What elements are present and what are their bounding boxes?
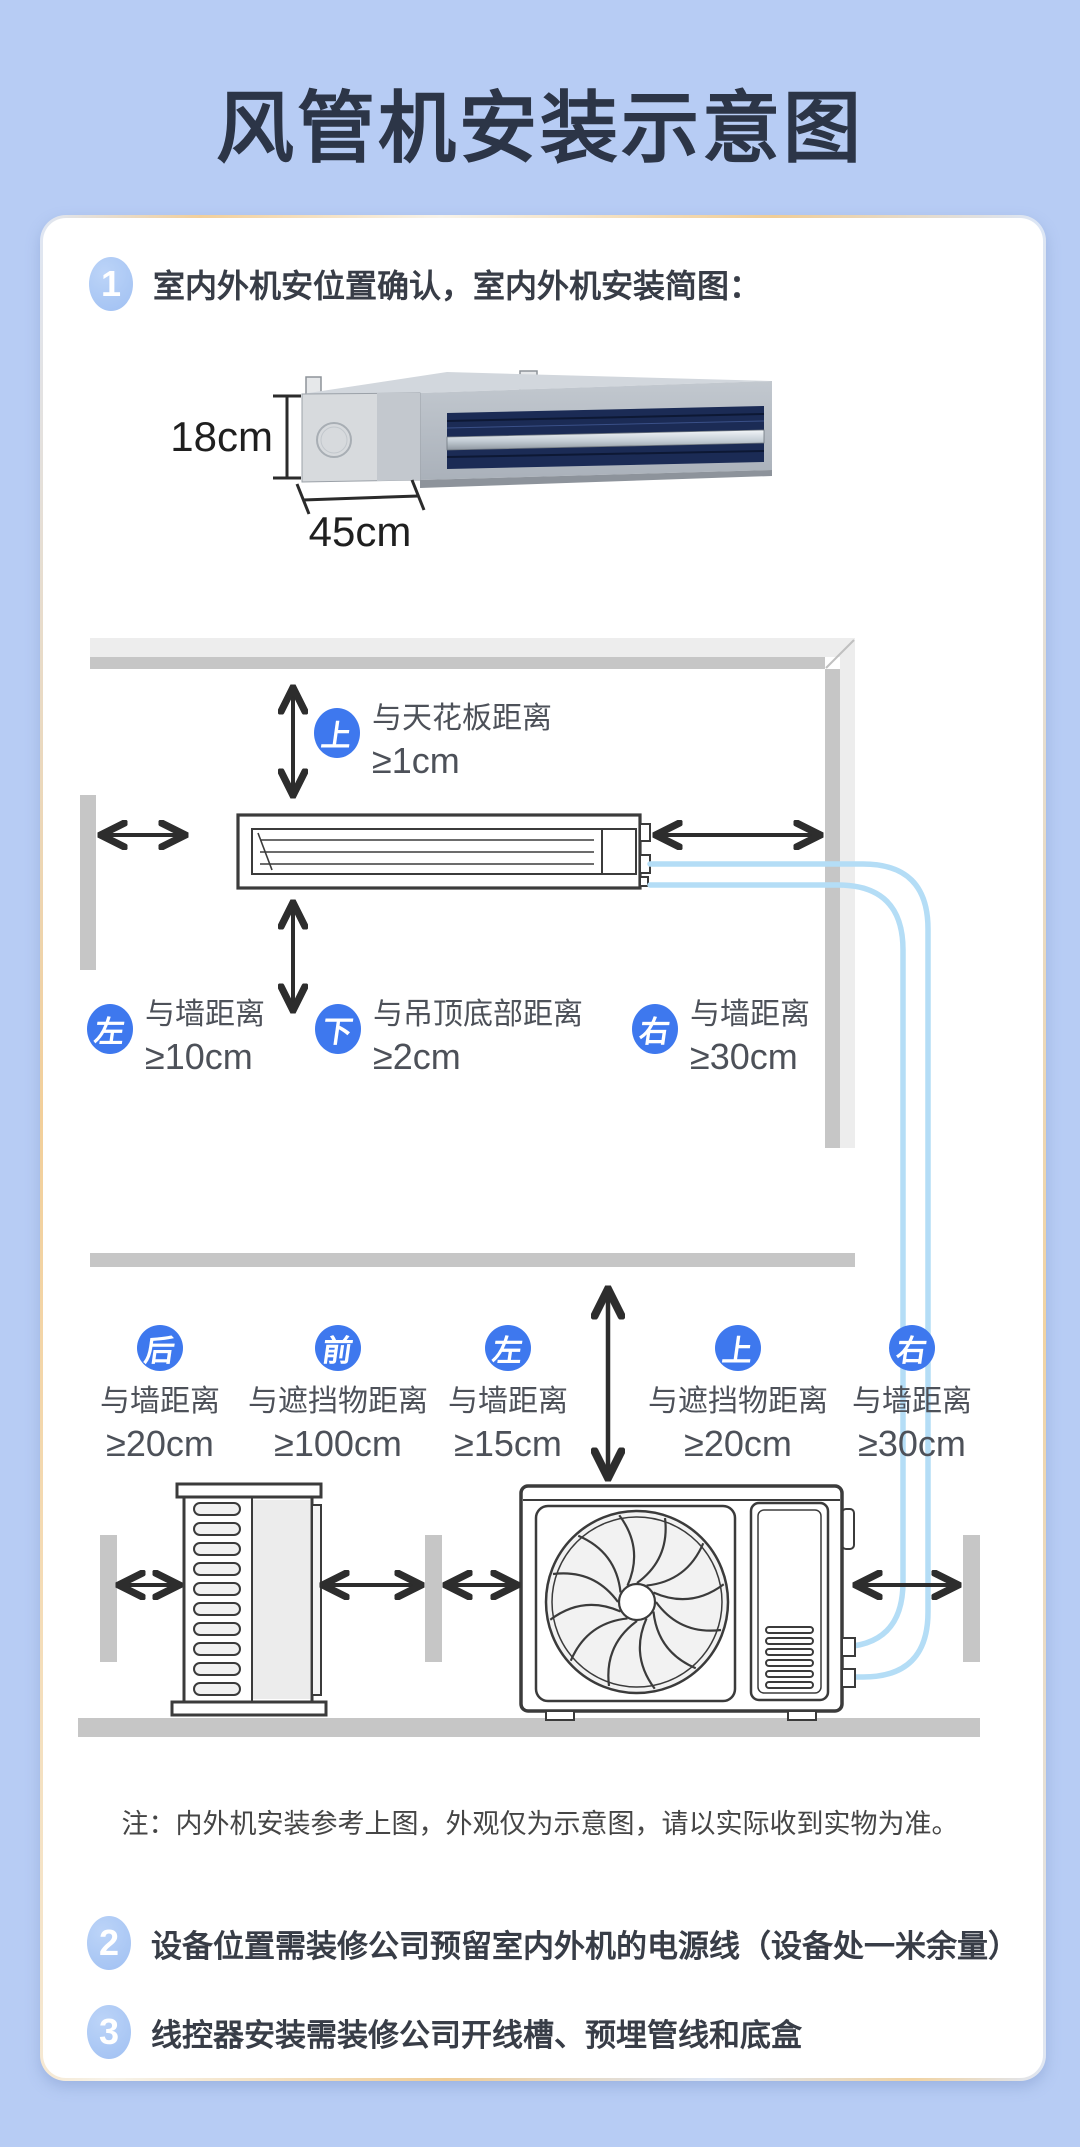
height-dimension-label: 18cm [170,413,273,460]
clearance-label: 与遮挡物距离 [248,1385,428,1418]
clearance-label: 与墙距离 [852,1385,972,1418]
step-1: 1 室内外机安位置确认，室内外机安装简图： [89,257,761,311]
clearance-ceiling-bottom: 下 与吊顶底部距离 ≥2cm [315,998,583,1078]
direction-badge-left: 左 [87,1004,133,1054]
clearance-right-wall: 右 与墙距离 ≥30cm [632,998,810,1078]
clearance-value: ≥30cm [690,1036,798,1077]
clearance-ceiling: 上 与天花板距离 ≥1cm [314,702,552,782]
direction-badge-front: 前 [315,1325,361,1371]
clearance-value: ≥1cm [372,740,460,781]
clearance-value: ≥100cm [274,1423,402,1464]
direction-badge-left: 左 [485,1325,531,1371]
clearance-outdoor-front: 前 与遮挡物距离 ≥100cm [223,1325,453,1465]
direction-badge-right: 右 [889,1325,935,1371]
direction-badge-up: 上 [314,708,360,758]
step-1-number: 1 [89,257,133,311]
clearance-value: ≥30cm [858,1423,966,1464]
clearance-label: 与遮挡物距离 [648,1385,828,1418]
clearance-outdoor-right: 右 与墙距离 ≥30cm [797,1325,1027,1465]
clearance-value: ≥10cm [145,1036,253,1077]
clearance-left-wall: 左 与墙距离 ≥10cm [87,998,265,1078]
clearance-label: 与墙距离 [690,998,810,1031]
clearance-label: 与墙距离 [145,998,265,1031]
direction-badge-down: 下 [315,1004,361,1054]
direction-badge-back: 后 [137,1325,183,1371]
clearance-value: ≥2cm [373,1036,461,1077]
step-2-text: 设备位置需装修公司预留室内外机的电源线（设备处一米余量） [151,1928,1019,1964]
clearance-value: ≥15cm [454,1423,562,1464]
clearance-label: 与天花板距离 [372,702,552,735]
direction-badge-up: 上 [715,1325,761,1371]
direction-badge-right: 右 [632,1004,678,1054]
step-2: 2 设备位置需装修公司预留室内外机的电源线（设备处一米余量） [87,1916,1019,1970]
step-2-number: 2 [87,1916,131,1970]
step-3-number: 3 [87,2005,131,2059]
step-3: 3 线控器安装需装修公司开线槽、预埋管线和底盒 [87,2005,802,2059]
clearance-value: ≥20cm [106,1423,214,1464]
clearance-outdoor-top: 上 与遮挡物距离 ≥20cm [623,1325,853,1465]
width-dimension-label: 45cm [308,508,412,555]
clearance-label: 与墙距离 [100,1385,220,1418]
step-1-text: 室内外机安位置确认，室内外机安装简图： [153,268,762,304]
clearance-label: 与吊顶底部距离 [373,998,583,1031]
clearance-outdoor-left: 左 与墙距离 ≥15cm [393,1325,623,1465]
page-title: 风管机安装示意图 [215,84,864,172]
clearance-label: 与墙距离 [448,1385,568,1418]
clearance-value: ≥20cm [684,1423,792,1464]
disclaimer-note: 注：内外机安装参考上图，外观仅为示意图，请以实际收到实物为准。 [121,1809,959,1839]
step-3-text: 线控器安装需装修公司开线槽、预埋管线和底盒 [151,2017,802,2053]
clearance-outdoor-back: 后 与墙距离 ≥20cm [45,1325,275,1465]
